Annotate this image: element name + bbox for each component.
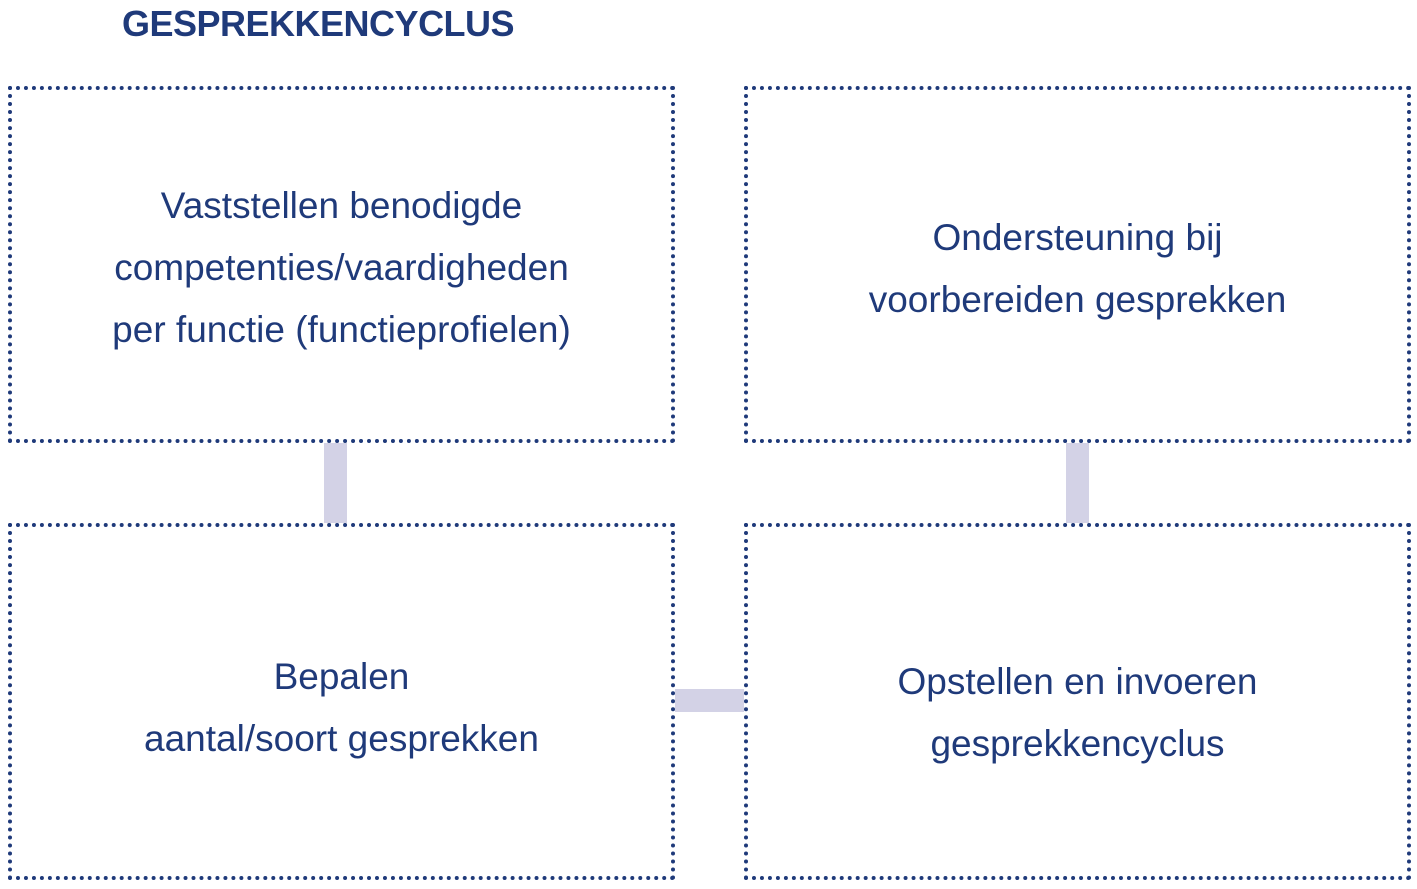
connector-bottom-horizontal: [675, 689, 744, 712]
box-vaststellen-competenties-text: Vaststellen benodigde competenties/vaard…: [112, 184, 571, 350]
box-vaststellen-competenties: Vaststellen benodigde competenties/vaard…: [8, 86, 675, 443]
box-bepalen-gesprekken: Bepalen aantal/soort gesprekken: [8, 523, 675, 880]
box-ondersteuning-voorbereiden: Ondersteuning bij voorbereiden gesprekke…: [744, 86, 1411, 443]
box-opstellen-invoeren-text: Opstellen en invoeren gesprekkencyclus: [897, 660, 1258, 764]
box-bepalen-gesprekken-text: Bepalen aantal/soort gesprekken: [144, 655, 539, 759]
connector-left-vertical: [324, 443, 347, 523]
box-ondersteuning-voorbereiden-text: Ondersteuning bij voorbereiden gesprekke…: [868, 216, 1287, 320]
box-opstellen-invoeren: Opstellen en invoeren gesprekkencyclus: [744, 523, 1411, 880]
connector-right-vertical: [1066, 443, 1089, 523]
diagram-title: GESPREKKENCYCLUS: [122, 3, 515, 44]
